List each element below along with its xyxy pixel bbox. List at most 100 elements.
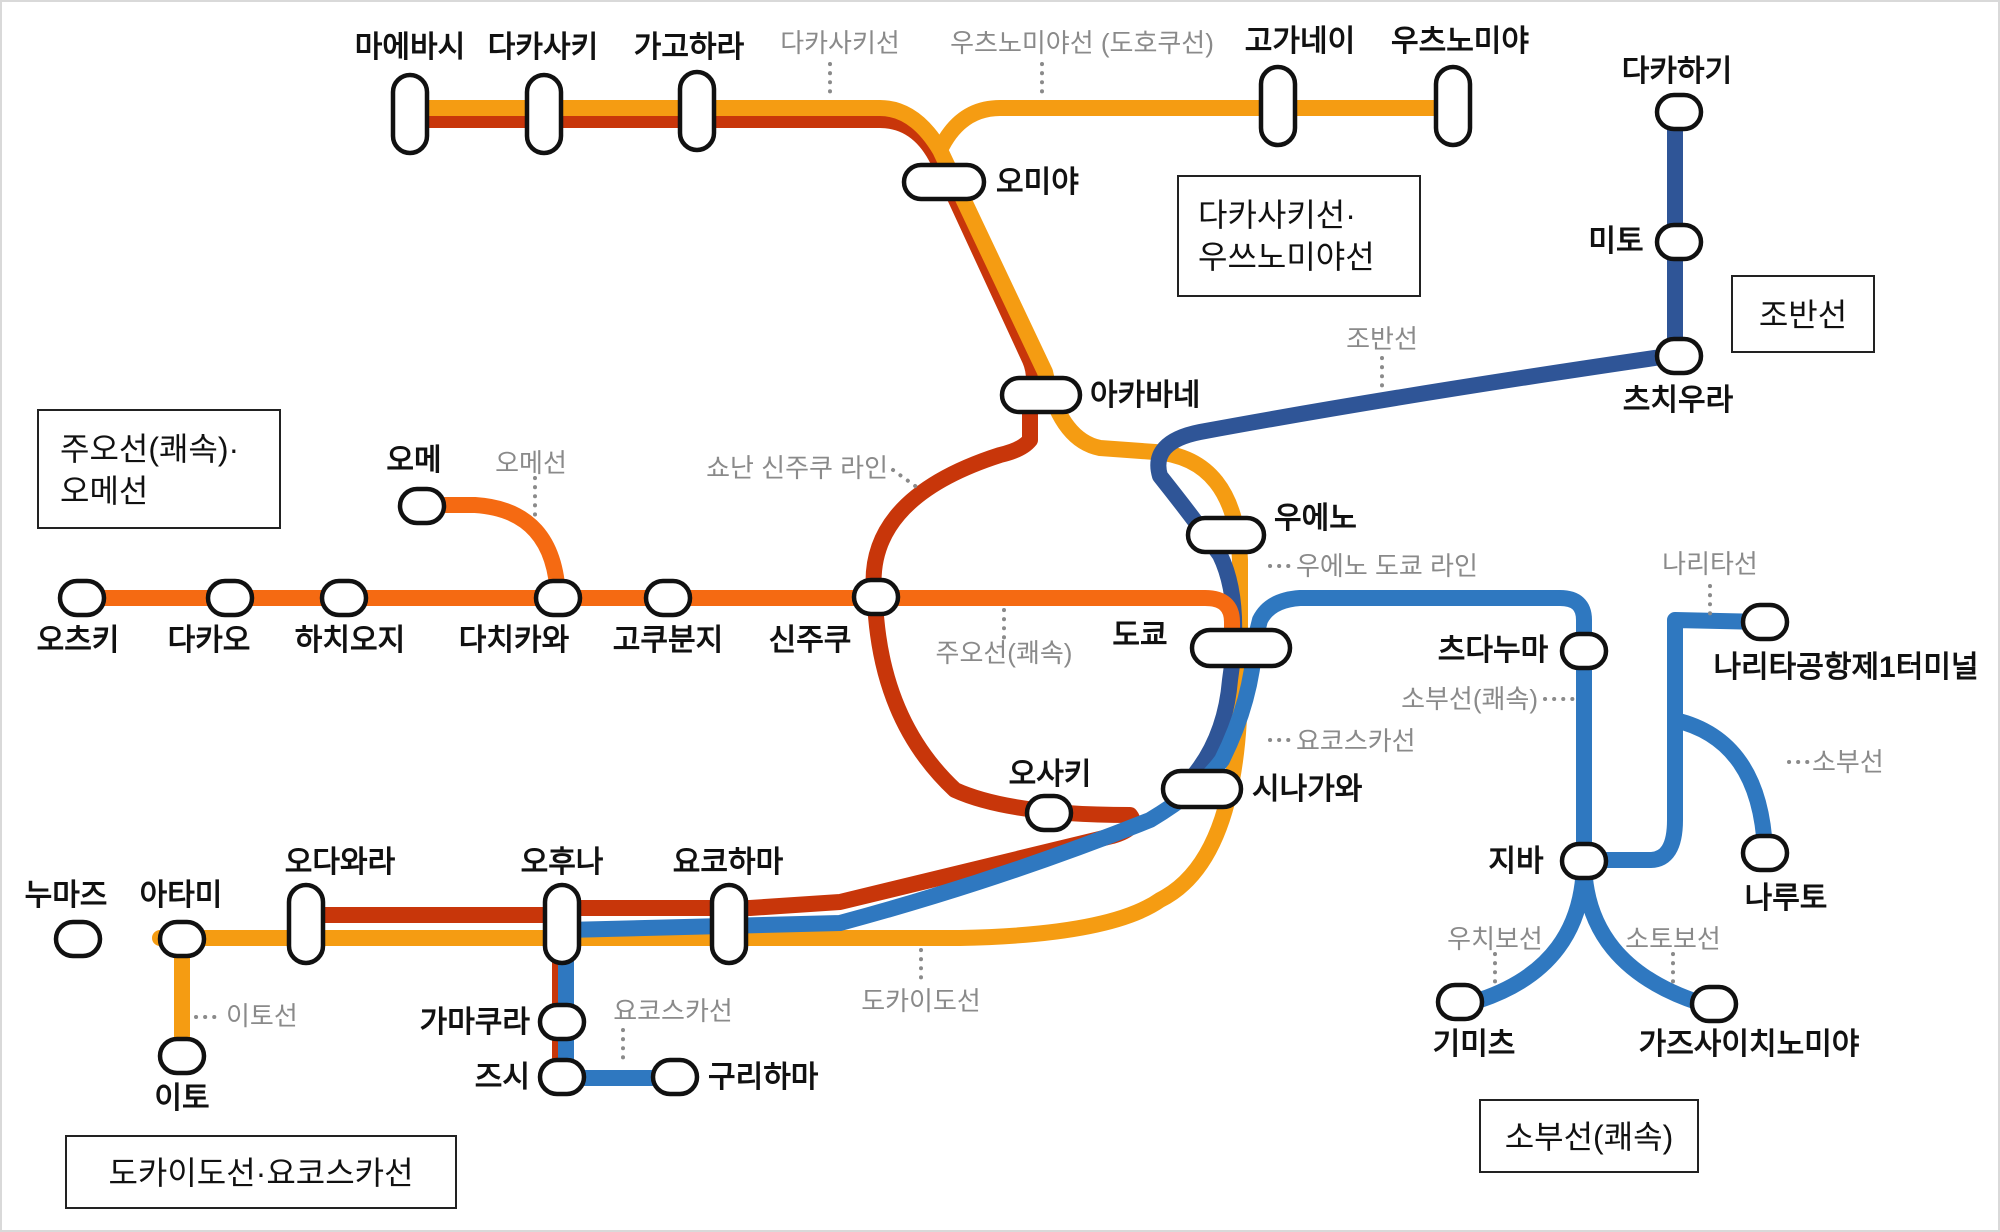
label-kagohara: 가고하라 (634, 31, 745, 64)
label-numazu: 누마즈 (25, 879, 108, 912)
line-label-tokaido: 도카이도선 (861, 986, 981, 1016)
stations (53, 64, 1790, 1097)
station-ito[interactable] (157, 1036, 207, 1076)
station-hachioji[interactable] (319, 578, 369, 618)
label-yokohama: 요코하마 (673, 846, 784, 879)
station-ofuna[interactable] (542, 882, 582, 966)
label-otsuki: 오츠키 (37, 624, 120, 657)
label-kurihama: 구리하마 (708, 1061, 819, 1094)
line-label-yokosuka-east: 요코스카선 (1296, 726, 1416, 756)
station-koganei[interactable] (1258, 64, 1298, 148)
station-chiba[interactable] (1559, 841, 1609, 881)
line-label-ome: 오메선 (495, 448, 567, 478)
label-narita-t1: 나리타공항제1터미널 (1713, 651, 1978, 684)
station-kurihama[interactable] (650, 1057, 700, 1097)
station-utsunomiya[interactable] (1433, 64, 1473, 148)
legend-sobu-rapid: 소부선(쾌속) (1505, 1119, 1674, 1155)
label-kimitsu: 기미츠 (1433, 1028, 1516, 1061)
label-mito: 미토 (1588, 225, 1643, 258)
station-kokubunji[interactable] (643, 578, 693, 618)
legend-joban: 조반선 (1759, 297, 1847, 333)
label-ofuna: 오후나 (521, 846, 604, 879)
line-label-narita: 나리타선 (1662, 549, 1758, 579)
station-akabane[interactable] (999, 375, 1083, 415)
station-tsuchiura[interactable] (1654, 336, 1704, 376)
station-narita-t1[interactable] (1740, 602, 1790, 642)
station-yokohama[interactable] (709, 882, 749, 966)
label-tokyo: 도쿄 (1112, 619, 1167, 652)
label-kazusa: 가즈사이치노미야 (1639, 1028, 1860, 1061)
station-tokyo[interactable] (1189, 627, 1293, 669)
line-label-sobu: 소부선 (1812, 747, 1884, 777)
station-naruto[interactable] (1740, 833, 1790, 873)
station-kimitsu[interactable] (1435, 982, 1485, 1022)
legend-chuo-ome-2: 오메선 (60, 473, 148, 509)
station-kamakura[interactable] (537, 1002, 587, 1042)
station-osaki[interactable] (1024, 793, 1074, 833)
joban-line (1150, 104, 1683, 788)
legend-takasaki-utsunomiya-2: 우쓰노미야선 (1198, 239, 1375, 275)
legend: 다카사키선· 우쓰노미야선 조반선 주오선(쾌속)· 오메선 소부선(쾌속) 도… (37, 175, 1875, 1209)
station-otsuki[interactable] (57, 578, 107, 618)
label-zushi: 즈시 (475, 1061, 530, 1094)
label-takao: 다카오 (168, 624, 251, 657)
legend-box-joban (1731, 275, 1875, 353)
legend-box-takasaki-utsunomiya (1177, 175, 1421, 297)
label-ito: 이토 (154, 1082, 209, 1115)
line-label-yokosuka-south: 요코스카선 (613, 996, 733, 1026)
station-atami[interactable] (157, 919, 207, 959)
line-label-chuo-rapid: 주오선(쾌속) (936, 638, 1073, 668)
station-kagohara[interactable] (677, 69, 717, 153)
line-label-uchibo: 우치보선 (1447, 924, 1543, 954)
station-ome[interactable] (397, 486, 447, 526)
station-tsudanuma[interactable] (1559, 631, 1609, 671)
line-label-ueno-tokyo: 우에노 도쿄 라인 (1296, 551, 1478, 581)
label-kokubunji: 고쿠분지 (613, 624, 723, 657)
legend-box-chuo-ome (37, 409, 281, 529)
label-shinagawa: 시나가와 (1252, 773, 1363, 806)
chuo-rapid-line (74, 590, 1240, 654)
label-tsudanuma: 츠다누마 (1438, 634, 1549, 667)
station-shinjuku[interactable] (851, 577, 901, 617)
label-ueno: 우에노 (1274, 502, 1357, 535)
label-takahagi: 다카하기 (1622, 55, 1732, 88)
label-odawara: 오다와라 (285, 846, 396, 879)
station-takahagi[interactable] (1654, 92, 1704, 132)
legend-takasaki-utsunomiya-1: 다카사키선· (1198, 197, 1356, 233)
label-koganei: 고가네이 (1245, 25, 1355, 58)
station-maebashi[interactable] (390, 72, 430, 156)
station-shinagawa[interactable] (1160, 768, 1244, 810)
legend-chuo-ome-1: 주오선(쾌속)· (60, 431, 239, 467)
line-label-sotobo: 소토보선 (1625, 924, 1721, 954)
label-tachikawa: 다치카와 (459, 624, 570, 657)
ome-line (412, 497, 566, 606)
label-omiya: 오미야 (996, 166, 1079, 199)
label-shinjuku: 신주쿠 (769, 624, 852, 657)
station-kazusa[interactable] (1689, 984, 1739, 1024)
station-labels: 마에바시 다카사키 가고하라 고가네이 우츠노미야 오미야 아카바네 우에노 도… (25, 25, 1979, 1115)
legend-tokaido-yokosuka: 도카이도선·요코스카선 (108, 1155, 413, 1191)
station-numazu[interactable] (53, 919, 103, 959)
station-ueno[interactable] (1185, 515, 1267, 555)
station-mito[interactable] (1654, 222, 1704, 262)
line-label-utsunomiya: 우츠노미야선 (도호쿠선) (950, 28, 1214, 58)
line-label-takasaki: 다카사키선 (780, 28, 900, 58)
label-tsuchiura: 츠치우라 (1623, 384, 1734, 417)
station-odawara[interactable] (286, 882, 326, 966)
station-takao[interactable] (205, 578, 255, 618)
line-labels: 다카사키선 우츠노미야선 (도호쿠선) 조반선 오메선 쇼난 신주쿠 라인 우에… (226, 28, 1884, 1031)
label-takasaki: 다카사키 (488, 31, 598, 64)
line-label-sobu-rapid: 소부선(쾌속) (1401, 684, 1538, 714)
line-label-ito: 이토선 (226, 1001, 298, 1031)
label-maebashi: 마에바시 (355, 31, 465, 64)
legend-box-tokaido-yokosuka (65, 1135, 457, 1209)
legend-box-sobu-rapid (1479, 1099, 1699, 1173)
yokosuka-sobu-line (558, 590, 1773, 1086)
station-takasaki[interactable] (524, 72, 564, 156)
station-zushi[interactable] (537, 1057, 587, 1097)
station-tachikawa[interactable] (533, 578, 583, 618)
label-osaki: 오사키 (1009, 758, 1092, 791)
leaders (194, 62, 1810, 1062)
station-omiya[interactable] (901, 162, 987, 202)
label-atami: 아타미 (140, 879, 223, 912)
